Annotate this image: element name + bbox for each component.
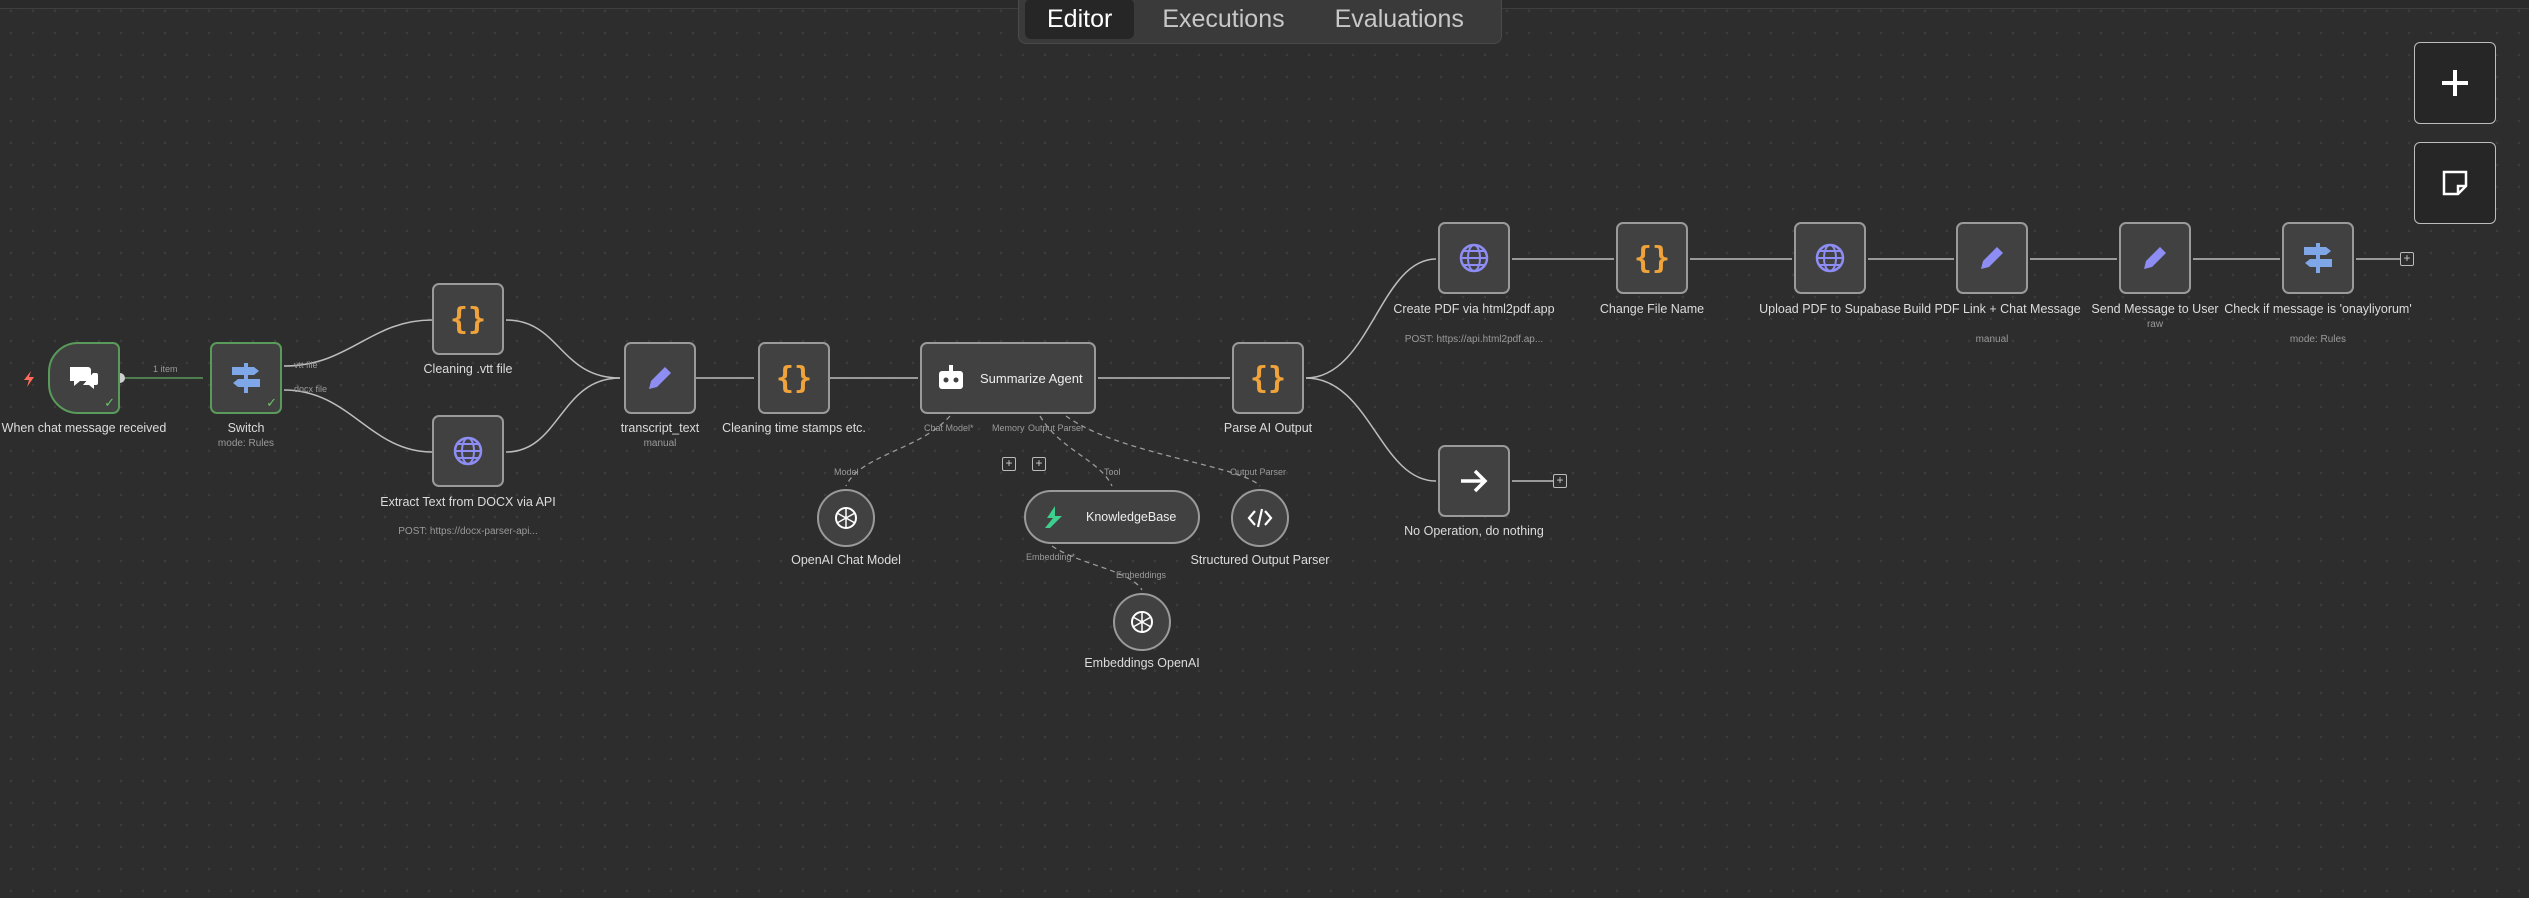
node-subtitle: POST: https://docx-parser-api...	[398, 526, 538, 537]
node-label: Build PDF Link + Chat Message	[1903, 302, 2081, 316]
node-label: Cleaning time stamps etc.	[722, 421, 866, 435]
node-label: When chat message received	[1, 421, 167, 435]
node-label: KnowledgeBase	[1086, 510, 1177, 524]
node-subtitle: manual	[643, 438, 677, 449]
port-label: Embedding*	[1026, 552, 1076, 562]
node-label: OpenAI Chat Model	[791, 553, 901, 567]
port-label: Chat Model*	[924, 423, 974, 433]
chat-bubbles-icon	[70, 367, 98, 389]
node-transcript-text[interactable]	[624, 342, 696, 414]
port-label: Output Parser	[1230, 467, 1287, 477]
port-label: Output Parser	[1028, 423, 1085, 433]
node-label: Parse AI Output	[1223, 421, 1313, 435]
code-braces-icon: {}	[449, 301, 487, 337]
node-label: Extract Text from DOCX via API	[380, 495, 556, 509]
add-memory-button[interactable]: +	[1002, 457, 1016, 471]
edge-label: 1 item	[153, 364, 178, 374]
port-label: Memory	[992, 423, 1025, 433]
lightning-icon	[24, 371, 34, 387]
node-cleaning-vtt[interactable]: {}	[432, 283, 504, 355]
node-summarize-agent[interactable]: Summarize Agent	[920, 342, 1096, 414]
node-build-pdf-link[interactable]	[1956, 222, 2028, 294]
node-no-operation[interactable]	[1438, 445, 1510, 517]
tab-evaluations[interactable]: Evaluations	[1334, 4, 1464, 33]
node-extract-docx[interactable]	[432, 415, 504, 487]
node-label: Embeddings OpenAI	[1084, 656, 1200, 670]
node-label: Change File Name	[1599, 302, 1705, 316]
node-embeddings-openai[interactable]	[1113, 593, 1171, 651]
code-icon	[1247, 508, 1273, 528]
robot-icon	[939, 365, 963, 389]
plus-icon	[2442, 70, 2468, 96]
add-tool-button[interactable]: +	[1032, 457, 1046, 471]
node-label: Create PDF via html2pdf.app	[1393, 302, 1555, 316]
port-label: Tool	[1104, 467, 1121, 477]
pencil-icon	[1981, 247, 2003, 269]
node-label: Cleaning .vtt file	[423, 362, 513, 376]
signpost-icon	[2304, 243, 2332, 273]
output-label: docx file	[294, 384, 328, 394]
node-check-message[interactable]	[2282, 222, 2354, 294]
node-upload-pdf[interactable]	[1794, 222, 1866, 294]
node-parse-ai-output[interactable]: {}	[1232, 342, 1304, 414]
node-subtitle: raw	[2146, 319, 2164, 330]
node-switch[interactable]: ✓	[210, 342, 282, 414]
vector-store-icon	[1045, 506, 1062, 528]
add-node-button[interactable]	[2414, 42, 2496, 124]
add-sticky-note-button[interactable]	[2414, 142, 2496, 224]
success-check-icon: ✓	[104, 395, 115, 410]
node-knowledgebase[interactable]: KnowledgeBase	[1024, 490, 1200, 544]
node-subtitle: manual	[1975, 334, 2009, 345]
port-label: Embeddings	[1116, 570, 1167, 580]
tab-executions[interactable]: Executions	[1162, 4, 1285, 33]
port-label: Model	[834, 467, 859, 477]
node-label: Summarize Agent	[980, 370, 1083, 386]
tab-editor[interactable]: Editor	[1025, 0, 1135, 39]
sticky-note-icon	[2442, 170, 2468, 196]
globe-icon	[453, 436, 483, 466]
success-check-icon: ✓	[266, 395, 277, 410]
node-label: Check if message is 'onayliyorum'	[2224, 302, 2412, 316]
node-send-message[interactable]	[2119, 222, 2191, 294]
node-cleaning-timestamps[interactable]: {}	[758, 342, 830, 414]
add-next-node-button[interactable]: +	[2400, 252, 2414, 266]
node-openai-chat-model[interactable]	[817, 489, 875, 547]
openai-icon	[1131, 611, 1153, 633]
code-braces-icon: {}	[775, 360, 813, 396]
output-handle[interactable]	[115, 373, 125, 383]
openai-icon	[835, 507, 857, 529]
node-label: No Operation, do nothing	[1404, 524, 1544, 538]
node-structured-output-parser[interactable]	[1231, 489, 1289, 547]
node-chat-trigger[interactable]: ✓	[48, 342, 120, 414]
signpost-icon	[232, 363, 260, 393]
node-change-file-name[interactable]: {}	[1616, 222, 1688, 294]
node-create-pdf[interactable]	[1438, 222, 1510, 294]
globe-icon	[1815, 243, 1845, 273]
node-label: Switch	[227, 421, 265, 435]
pencil-icon	[2144, 247, 2166, 269]
add-next-node-button[interactable]: +	[1553, 474, 1567, 488]
output-label: vtt file	[294, 360, 318, 370]
node-label: Structured Output Parser	[1190, 553, 1330, 567]
globe-icon	[1459, 243, 1489, 273]
code-braces-icon: {}	[1249, 360, 1287, 396]
view-tabs: Editor Executions Evaluations	[1018, 0, 1502, 44]
node-label: Send Message to User	[2091, 302, 2219, 316]
node-subtitle: POST: https://api.html2pdf.ap...	[1404, 334, 1544, 345]
code-braces-icon: {}	[1633, 240, 1671, 276]
node-label: transcript_text	[620, 421, 700, 435]
node-subtitle: mode: Rules	[217, 438, 275, 449]
node-label: Upload PDF to Supabase	[1759, 302, 1901, 316]
pencil-icon	[649, 367, 671, 389]
arrow-right-icon	[1461, 469, 1488, 493]
node-subtitle: mode: Rules	[2289, 334, 2347, 345]
